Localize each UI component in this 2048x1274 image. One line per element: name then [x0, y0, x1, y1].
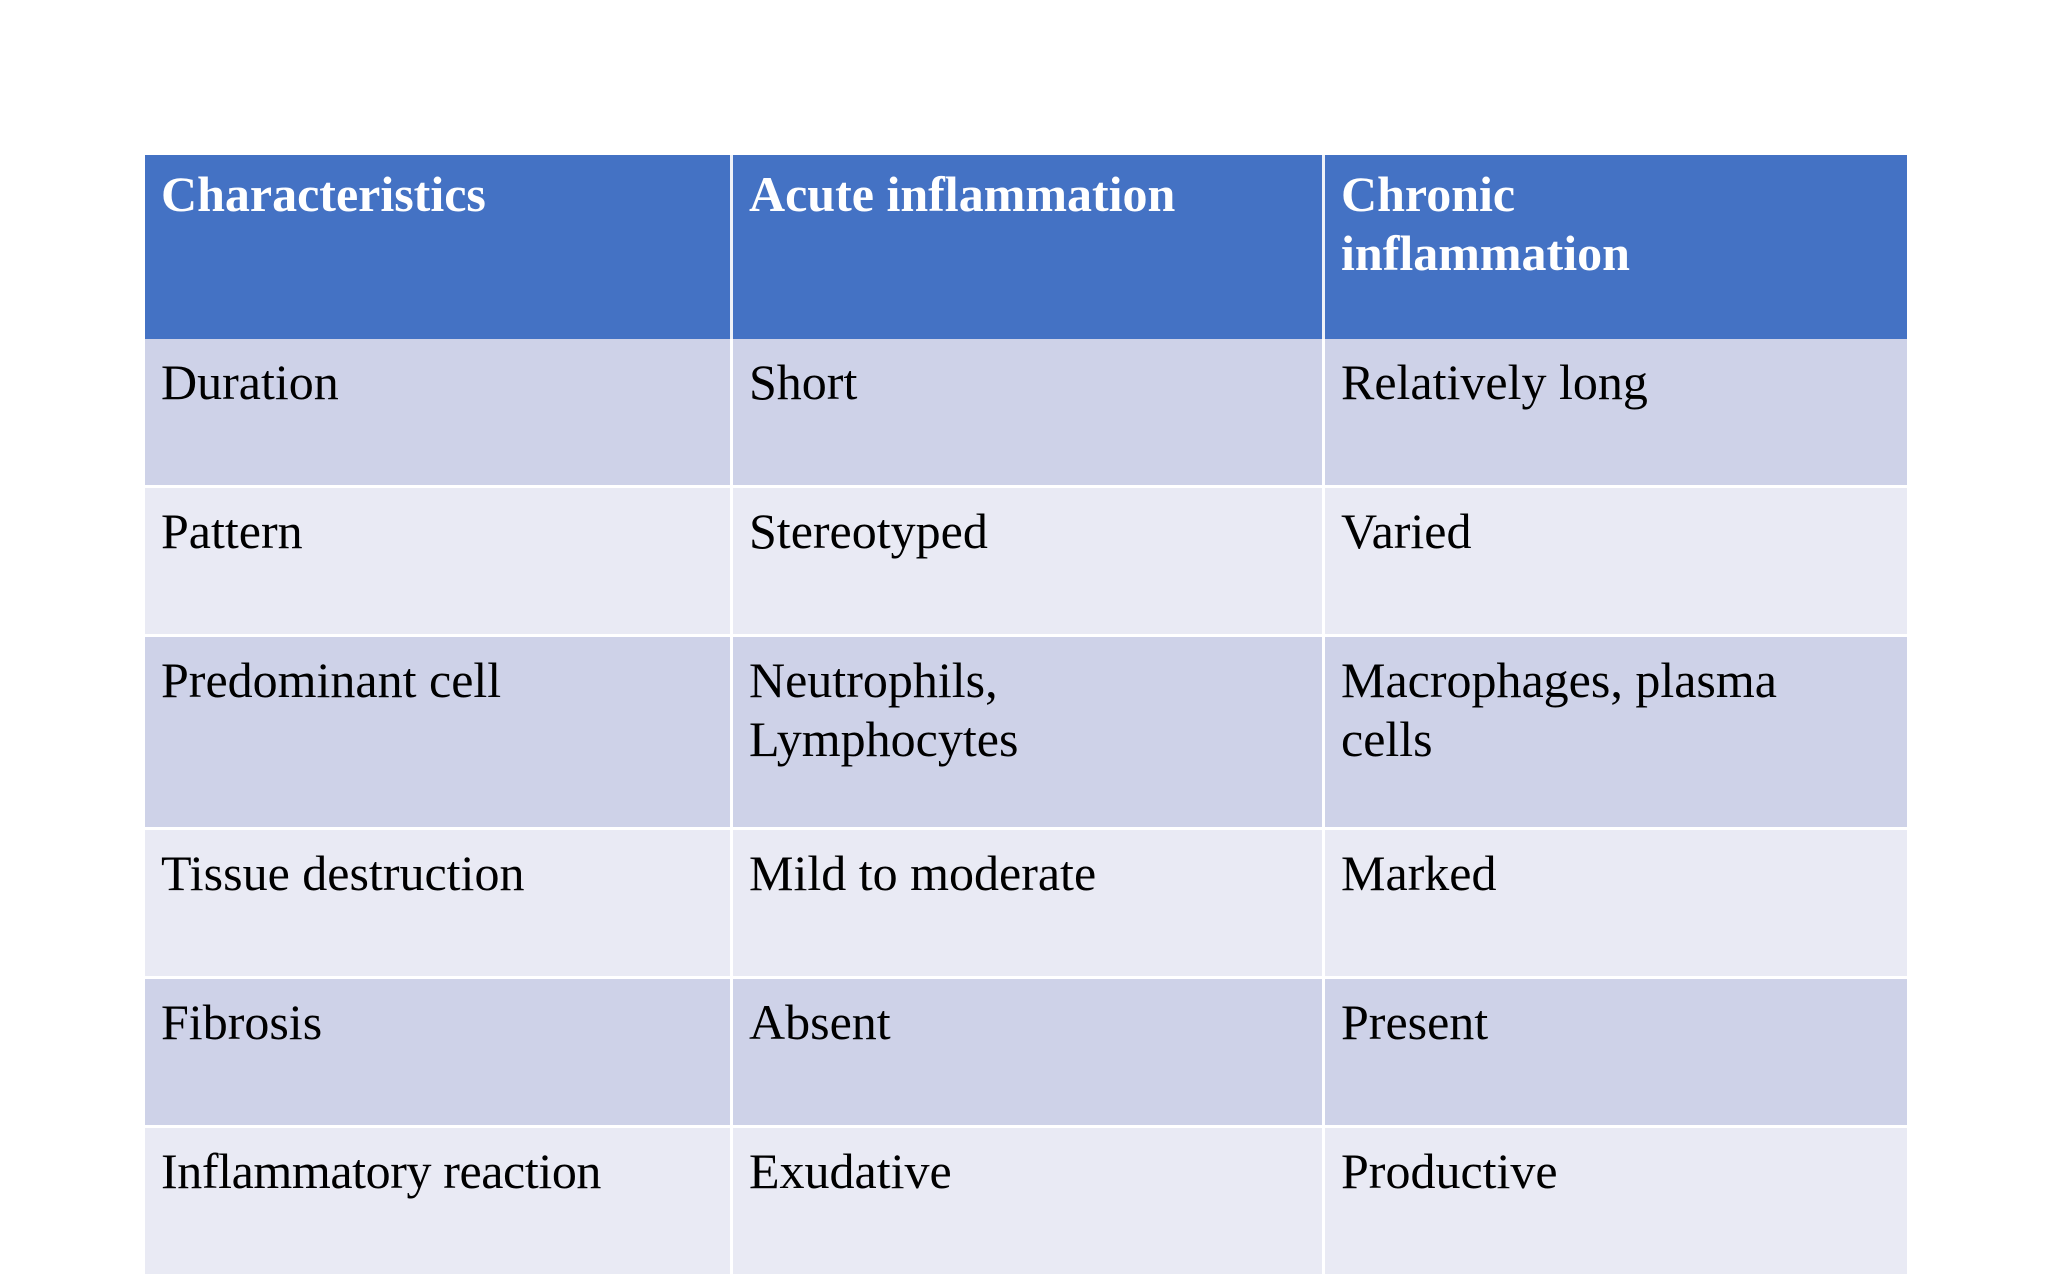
slide-canvas: Characteristics Acute inflammation Chron…: [145, 155, 1907, 1274]
cell-acute: Short: [733, 339, 1325, 488]
cell-chronic: Macrophages, plasma cells: [1325, 637, 1907, 830]
table-row: Fibrosis Absent Present: [145, 979, 1907, 1128]
cell-characteristic: Fibrosis: [145, 979, 733, 1128]
cell-chronic: Relatively long: [1325, 339, 1907, 488]
cell-chronic: Marked: [1325, 830, 1907, 979]
cell-chronic: Present: [1325, 979, 1907, 1128]
cell-acute: Exudative: [733, 1128, 1325, 1274]
table-row: Tissue destruction Mild to moderate Mark…: [145, 830, 1907, 979]
column-header-chronic-inflammation: Chronic inflammation: [1325, 155, 1907, 339]
cell-acute: Neutrophils, Lymphocytes: [733, 637, 1325, 830]
cell-characteristic: Predominant cell: [145, 637, 733, 830]
table-row: Duration Short Relatively long: [145, 339, 1907, 488]
cell-chronic: Productive: [1325, 1128, 1907, 1274]
table-row: Predominant cell Neutrophils, Lymphocyte…: [145, 637, 1907, 830]
cell-acute: Absent: [733, 979, 1325, 1128]
column-header-characteristics: Characteristics: [145, 155, 733, 339]
cell-characteristic: Tissue destruction: [145, 830, 733, 979]
cell-acute: Mild to moderate: [733, 830, 1325, 979]
cell-chronic: Varied: [1325, 488, 1907, 637]
table-row: Pattern Stereotyped Varied: [145, 488, 1907, 637]
table-header: Characteristics Acute inflammation Chron…: [145, 155, 1907, 339]
cell-characteristic: Duration: [145, 339, 733, 488]
cell-acute: Stereotyped: [733, 488, 1325, 637]
cell-characteristic: Pattern: [145, 488, 733, 637]
cell-characteristic: Inflammatory reaction: [145, 1128, 733, 1274]
column-header-acute-inflammation: Acute inflammation: [733, 155, 1325, 339]
table-row: Inflammatory reaction Exudative Producti…: [145, 1128, 1907, 1274]
table-body: Duration Short Relatively long Pattern S…: [145, 339, 1907, 1274]
inflammation-comparison-table: Characteristics Acute inflammation Chron…: [145, 155, 1907, 1274]
table-header-row: Characteristics Acute inflammation Chron…: [145, 155, 1907, 339]
